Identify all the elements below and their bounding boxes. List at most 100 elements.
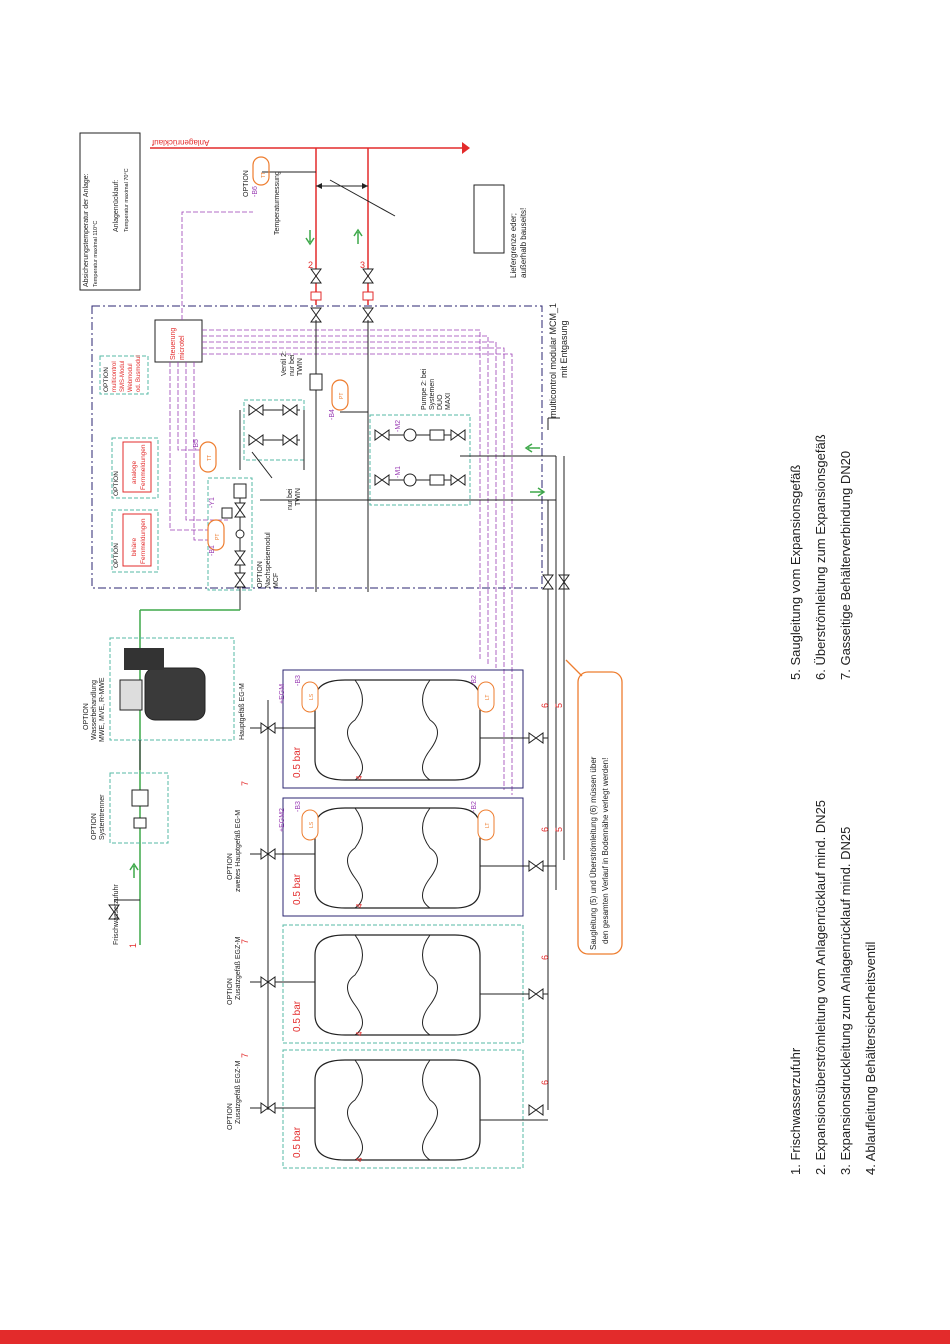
wasserbehandlung-frame: [109, 637, 235, 741]
sensor-b4: [331, 379, 349, 411]
svg-text:6: 6: [540, 955, 550, 960]
haupt-label: Hauptgefäß EG-M: [239, 683, 246, 740]
note-line-2: den gesamten Verlauf in Bodennähe verleg…: [601, 758, 610, 944]
systemtrenner-icon: [131, 789, 149, 807]
svg-text:6. Überströmleitung zum Expans: 6. Überströmleitung zum Expansionsgefäß: [813, 434, 828, 680]
svg-text:OPTION: OPTION: [227, 978, 234, 1005]
svg-text:-M2: -M2: [395, 420, 402, 432]
mcm-title: multicontrol modular MCM_1: [548, 303, 558, 418]
svg-text:OPTION: OPTION: [227, 853, 234, 880]
flow-arrow-6: [530, 487, 546, 497]
flow-arrow-3: [353, 228, 363, 244]
svg-text:-Y1: -Y1: [209, 497, 216, 508]
svg-text:+EGM2: +EGM2: [279, 808, 286, 832]
option-multicontrol-frame: [99, 355, 149, 395]
temp-line-3b: Anlagenrücklauf:: [113, 180, 120, 232]
svg-text:Webmodul: Webmodul: [128, 363, 134, 392]
sensor-b5: [199, 441, 217, 473]
svg-text:TWIN: TWIN: [295, 488, 302, 506]
svg-text:Fernmeldungen: Fernmeldungen: [140, 518, 147, 564]
svg-text:LT: LT: [485, 823, 491, 828]
sensor-b1: [207, 519, 225, 551]
svg-text:MWE, MVE, R-MWE: MWE, MVE, R-MWE: [99, 677, 106, 742]
sensor-b3-zweites: [301, 809, 319, 841]
svg-text:TT: TT: [261, 172, 267, 178]
temp-line-2b: Temperatur maximal 110°C: [93, 221, 99, 287]
svg-text:0.5 bar: 0.5 bar: [292, 873, 303, 905]
svg-text:LS: LS: [309, 693, 315, 700]
svg-text:0.5 bar: 0.5 bar: [292, 1000, 303, 1032]
svg-text:-B1: -B1: [209, 545, 216, 556]
svg-text:4: 4: [355, 1031, 364, 1036]
svg-text:LS: LS: [309, 821, 315, 828]
analog-box: [122, 441, 152, 493]
svg-text:4: 4: [355, 1157, 364, 1162]
temperaturmessung-label: Temperaturmessung: [274, 171, 281, 235]
brand-footer-bar: [0, 1330, 950, 1344]
zweites-label: zweites Hauptgefäß EG-M: [235, 810, 242, 892]
svg-text:Nachspeisemodul: Nachspeisemodul: [265, 532, 272, 588]
svg-text:4. Ablaufleitung Behältersiche: 4. Ablaufleitung Behältersicherheitsvent…: [863, 941, 878, 1175]
sensor-b2-zweites: [477, 809, 495, 841]
svg-text:5. Saugleitung vom Expansionsg: 5. Saugleitung vom Expansionsgefäß: [788, 465, 803, 680]
vessel-haupt: [314, 679, 481, 781]
vessel-zusatz-1: [314, 934, 481, 1036]
flow-arrow-5: [524, 443, 540, 453]
vessel-frame-zusatz-1: [282, 924, 524, 1044]
svg-text:TT: TT: [207, 455, 213, 461]
svg-text:-B4: -B4: [329, 409, 336, 420]
zusatz-label-2: Zusatzgefäß EGZ-M: [235, 1060, 242, 1124]
note-line-1: Saugleitung (5) und Überströmleitung (6)…: [589, 756, 598, 950]
svg-text:SMS-Modul: SMS-Modul: [120, 361, 126, 392]
binary-box: [122, 513, 152, 567]
svg-text:5: 5: [554, 827, 564, 832]
svg-text:MAXI: MAXI: [445, 393, 452, 410]
svg-text:Steuerung: Steuerung: [170, 328, 177, 360]
svg-text:5: 5: [554, 703, 564, 708]
systemtrenner-frame: [109, 772, 169, 844]
svg-text:4: 4: [355, 903, 364, 908]
signal-lines: [169, 211, 513, 795]
svg-text:6: 6: [540, 827, 550, 832]
pump-m1-icon: [403, 473, 417, 487]
svg-text:-B5: -B5: [193, 439, 200, 450]
svg-text:nur bei: nur bei: [287, 488, 294, 510]
flow-arrow-2: [305, 230, 315, 246]
sensor-b3-haupt: [301, 681, 319, 713]
svg-text:Pumpe 2: bei: Pumpe 2: bei: [421, 368, 428, 410]
svg-text:2. Expansionsüberströmleitung: 2. Expansionsüberströmleitung vom Anlage…: [813, 800, 828, 1175]
vessel-zusatz-2: [314, 1059, 481, 1161]
svg-text:7. Gasseitige Behälterverbindu: 7. Gasseitige Behälterverbindung DN20: [838, 451, 853, 680]
svg-text:Wasserbehandlung: Wasserbehandlung: [91, 680, 98, 740]
svg-text:6: 6: [540, 1080, 550, 1085]
svg-text:-M1: -M1: [395, 466, 402, 478]
water-treatment-unit-icon: [144, 667, 206, 721]
vessel-frame-haupt: [282, 669, 524, 789]
temp-line-4b: Temperatur maximal 70°C: [124, 168, 130, 232]
frischwasser-label: Frischwasserzufuhr: [113, 884, 120, 945]
ruecklauf-arrow-head: [462, 142, 470, 154]
mcm-module-frame: [91, 305, 543, 589]
label-2: 2: [308, 260, 313, 270]
svg-text:OPTION: OPTION: [257, 561, 264, 588]
mcm-subtitle: mit Entgasung: [559, 320, 569, 378]
svg-text:-B2: -B2: [471, 675, 478, 686]
svg-text:nur bei: nur bei: [289, 354, 296, 376]
cartridge-icon: [124, 648, 164, 670]
svg-text:PT: PT: [215, 534, 221, 540]
svg-text:OPTION: OPTION: [103, 367, 110, 392]
pump-m2-icon: [403, 428, 417, 442]
svg-text:OPTION: OPTION: [91, 813, 98, 840]
svg-text:-B2: -B2: [471, 801, 478, 812]
svg-text:OPTION: OPTION: [83, 703, 90, 730]
svg-text:PT: PT: [339, 393, 345, 399]
vessel-zweites: [314, 807, 481, 909]
svg-text:0.5 bar: 0.5 bar: [292, 1126, 303, 1158]
liefergrenze-box: [473, 184, 505, 254]
svg-text:analoge: analoge: [131, 460, 138, 484]
svg-text:1. Frischwasserzufuhr: 1. Frischwasserzufuhr: [788, 1047, 803, 1175]
zusatz-label-1: Zusatzgefäß EGZ-M: [235, 936, 242, 1000]
vessel-frame-zweites: [282, 797, 524, 917]
svg-text:microtel: microtel: [179, 335, 186, 360]
